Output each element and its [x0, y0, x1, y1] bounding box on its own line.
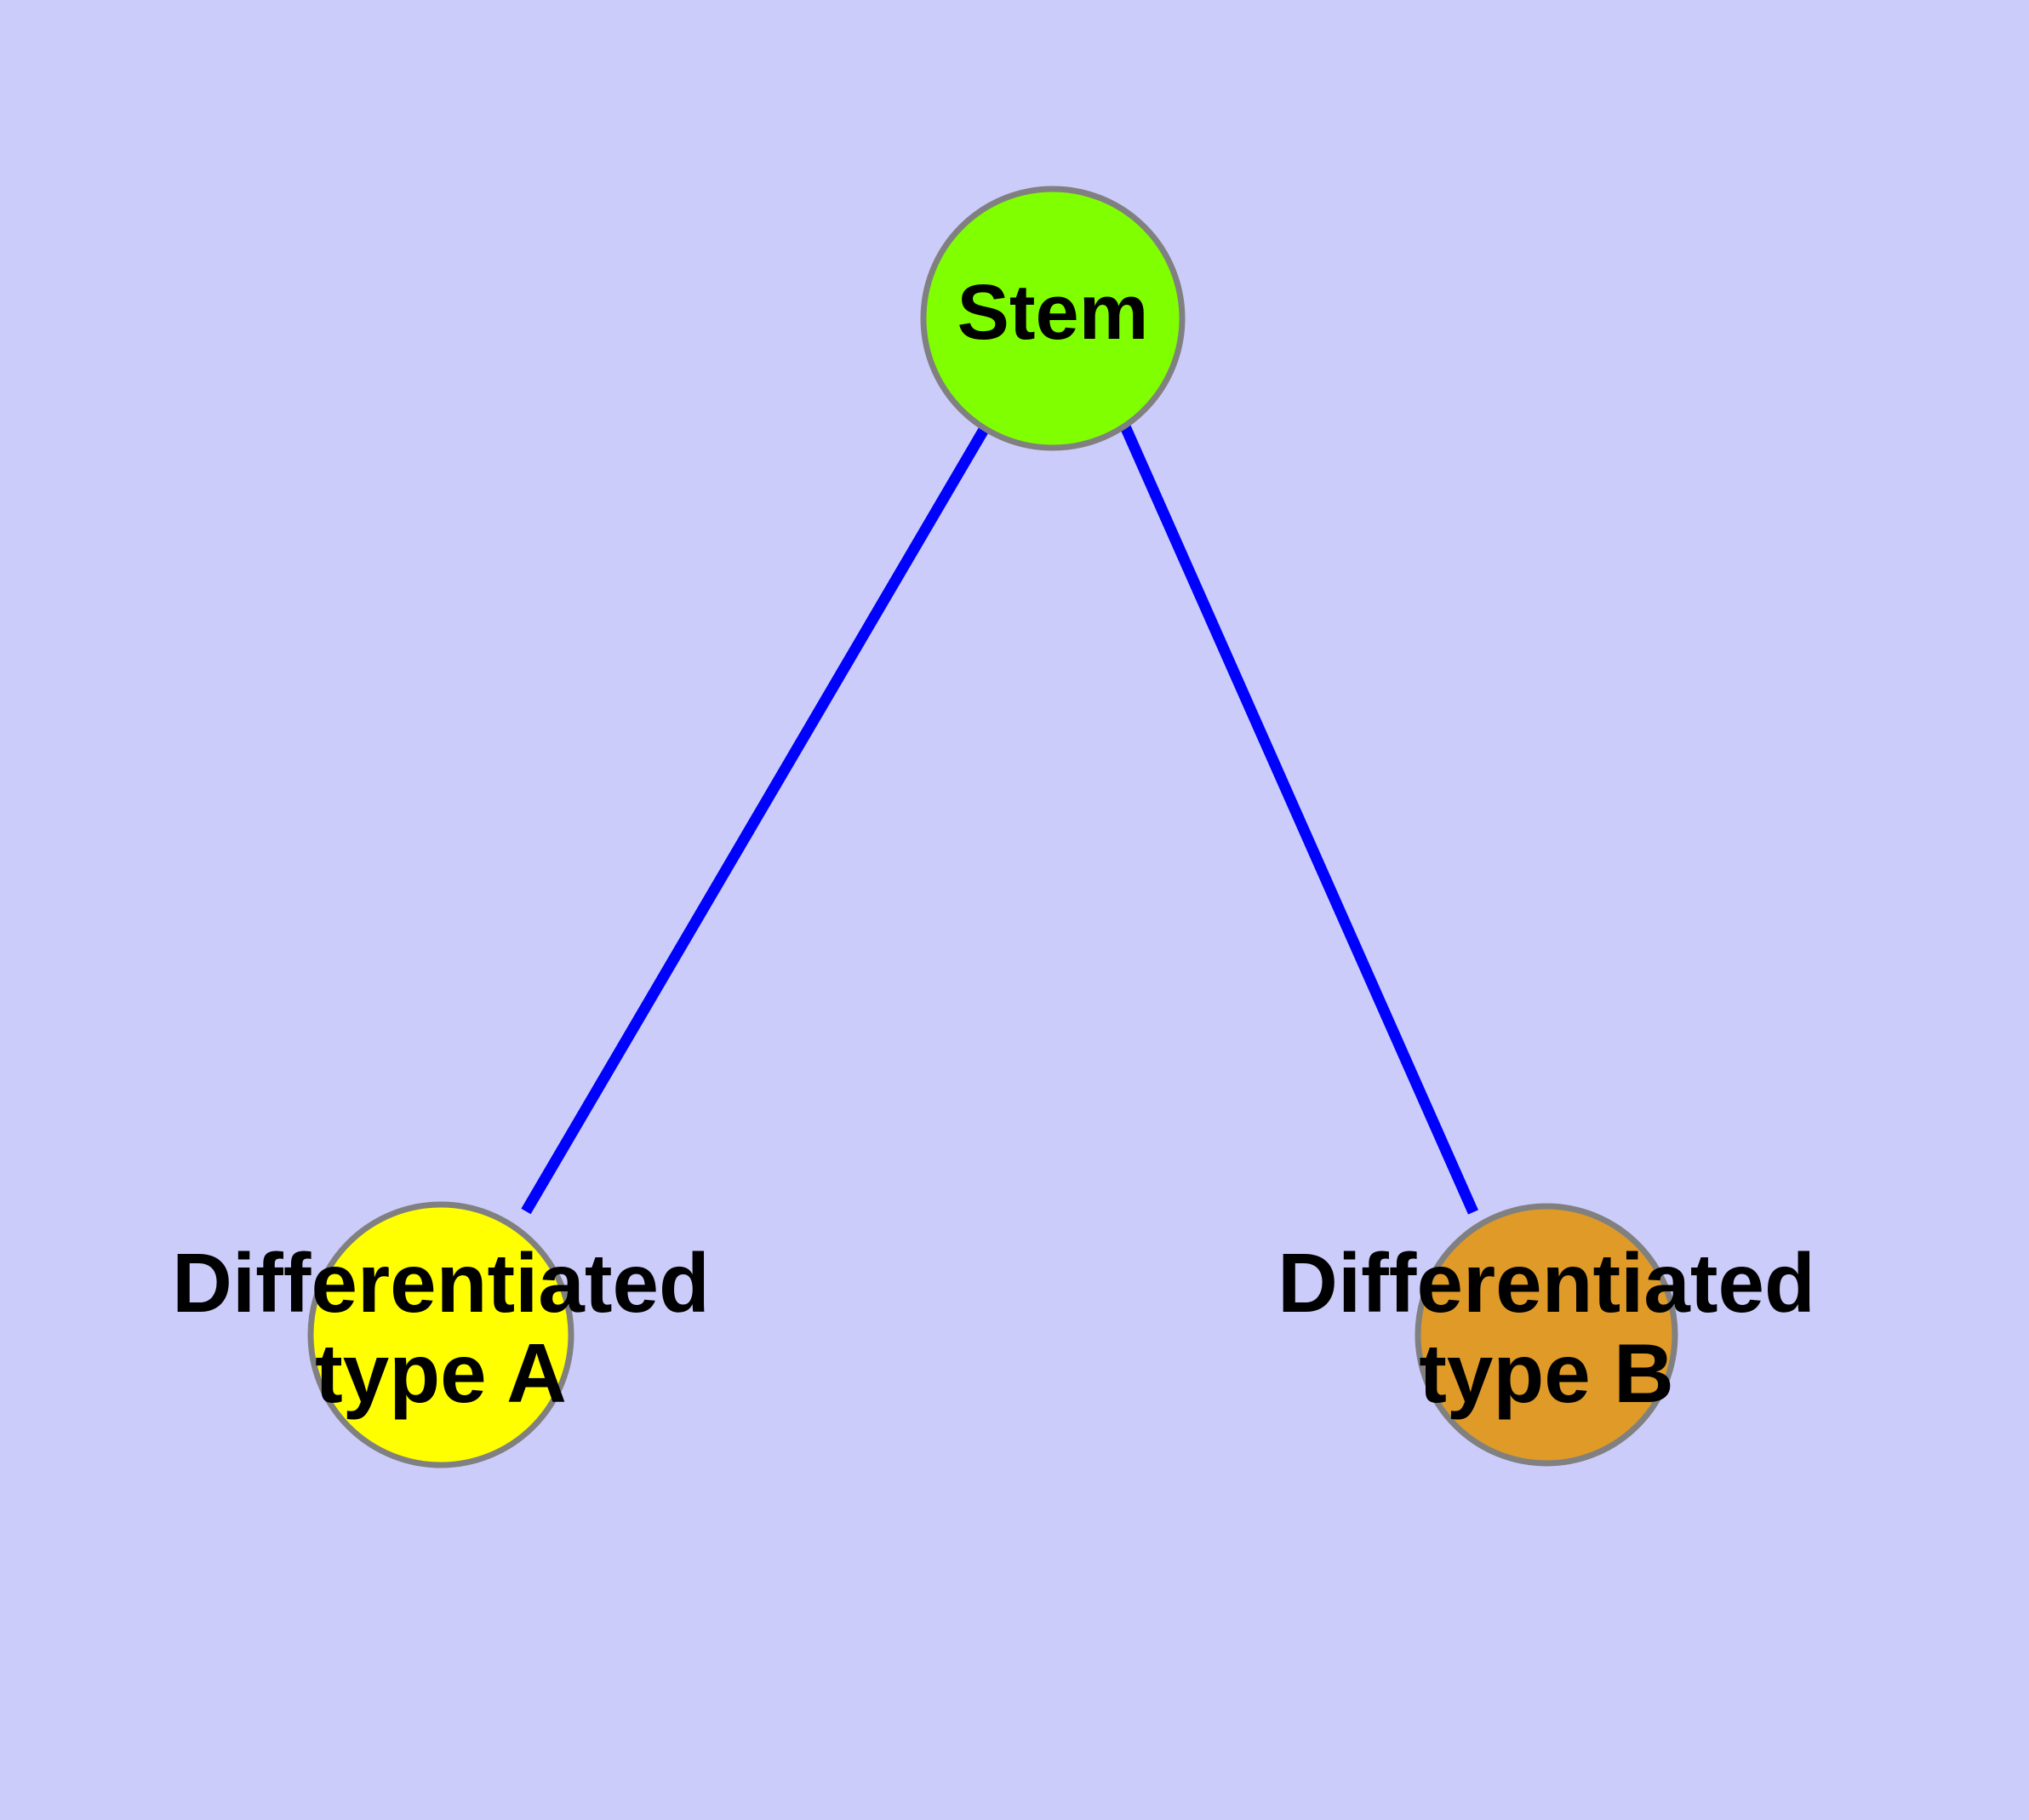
node-circle-diff_b[interactable]: [1415, 1203, 1678, 1467]
edge-stem-to-diff_b[interactable]: [1120, 424, 1478, 1215]
node-label-line: Stem: [957, 269, 1149, 356]
node-circle-stem[interactable]: [920, 186, 1186, 451]
node-stem[interactable]: Stem: [920, 186, 1186, 451]
node-label-line: Differentiated: [172, 1236, 710, 1330]
node-label-line: Differentiated: [1277, 1236, 1815, 1330]
node-circle-diff_a[interactable]: [307, 1201, 574, 1468]
edge-stem-to-diff_a[interactable]: [521, 425, 990, 1215]
node-label-line: type A: [315, 1326, 567, 1420]
edges-layer: [521, 424, 1478, 1215]
node-label-line: type B: [1419, 1326, 1674, 1420]
node-label-stem: Stem: [957, 269, 1149, 356]
